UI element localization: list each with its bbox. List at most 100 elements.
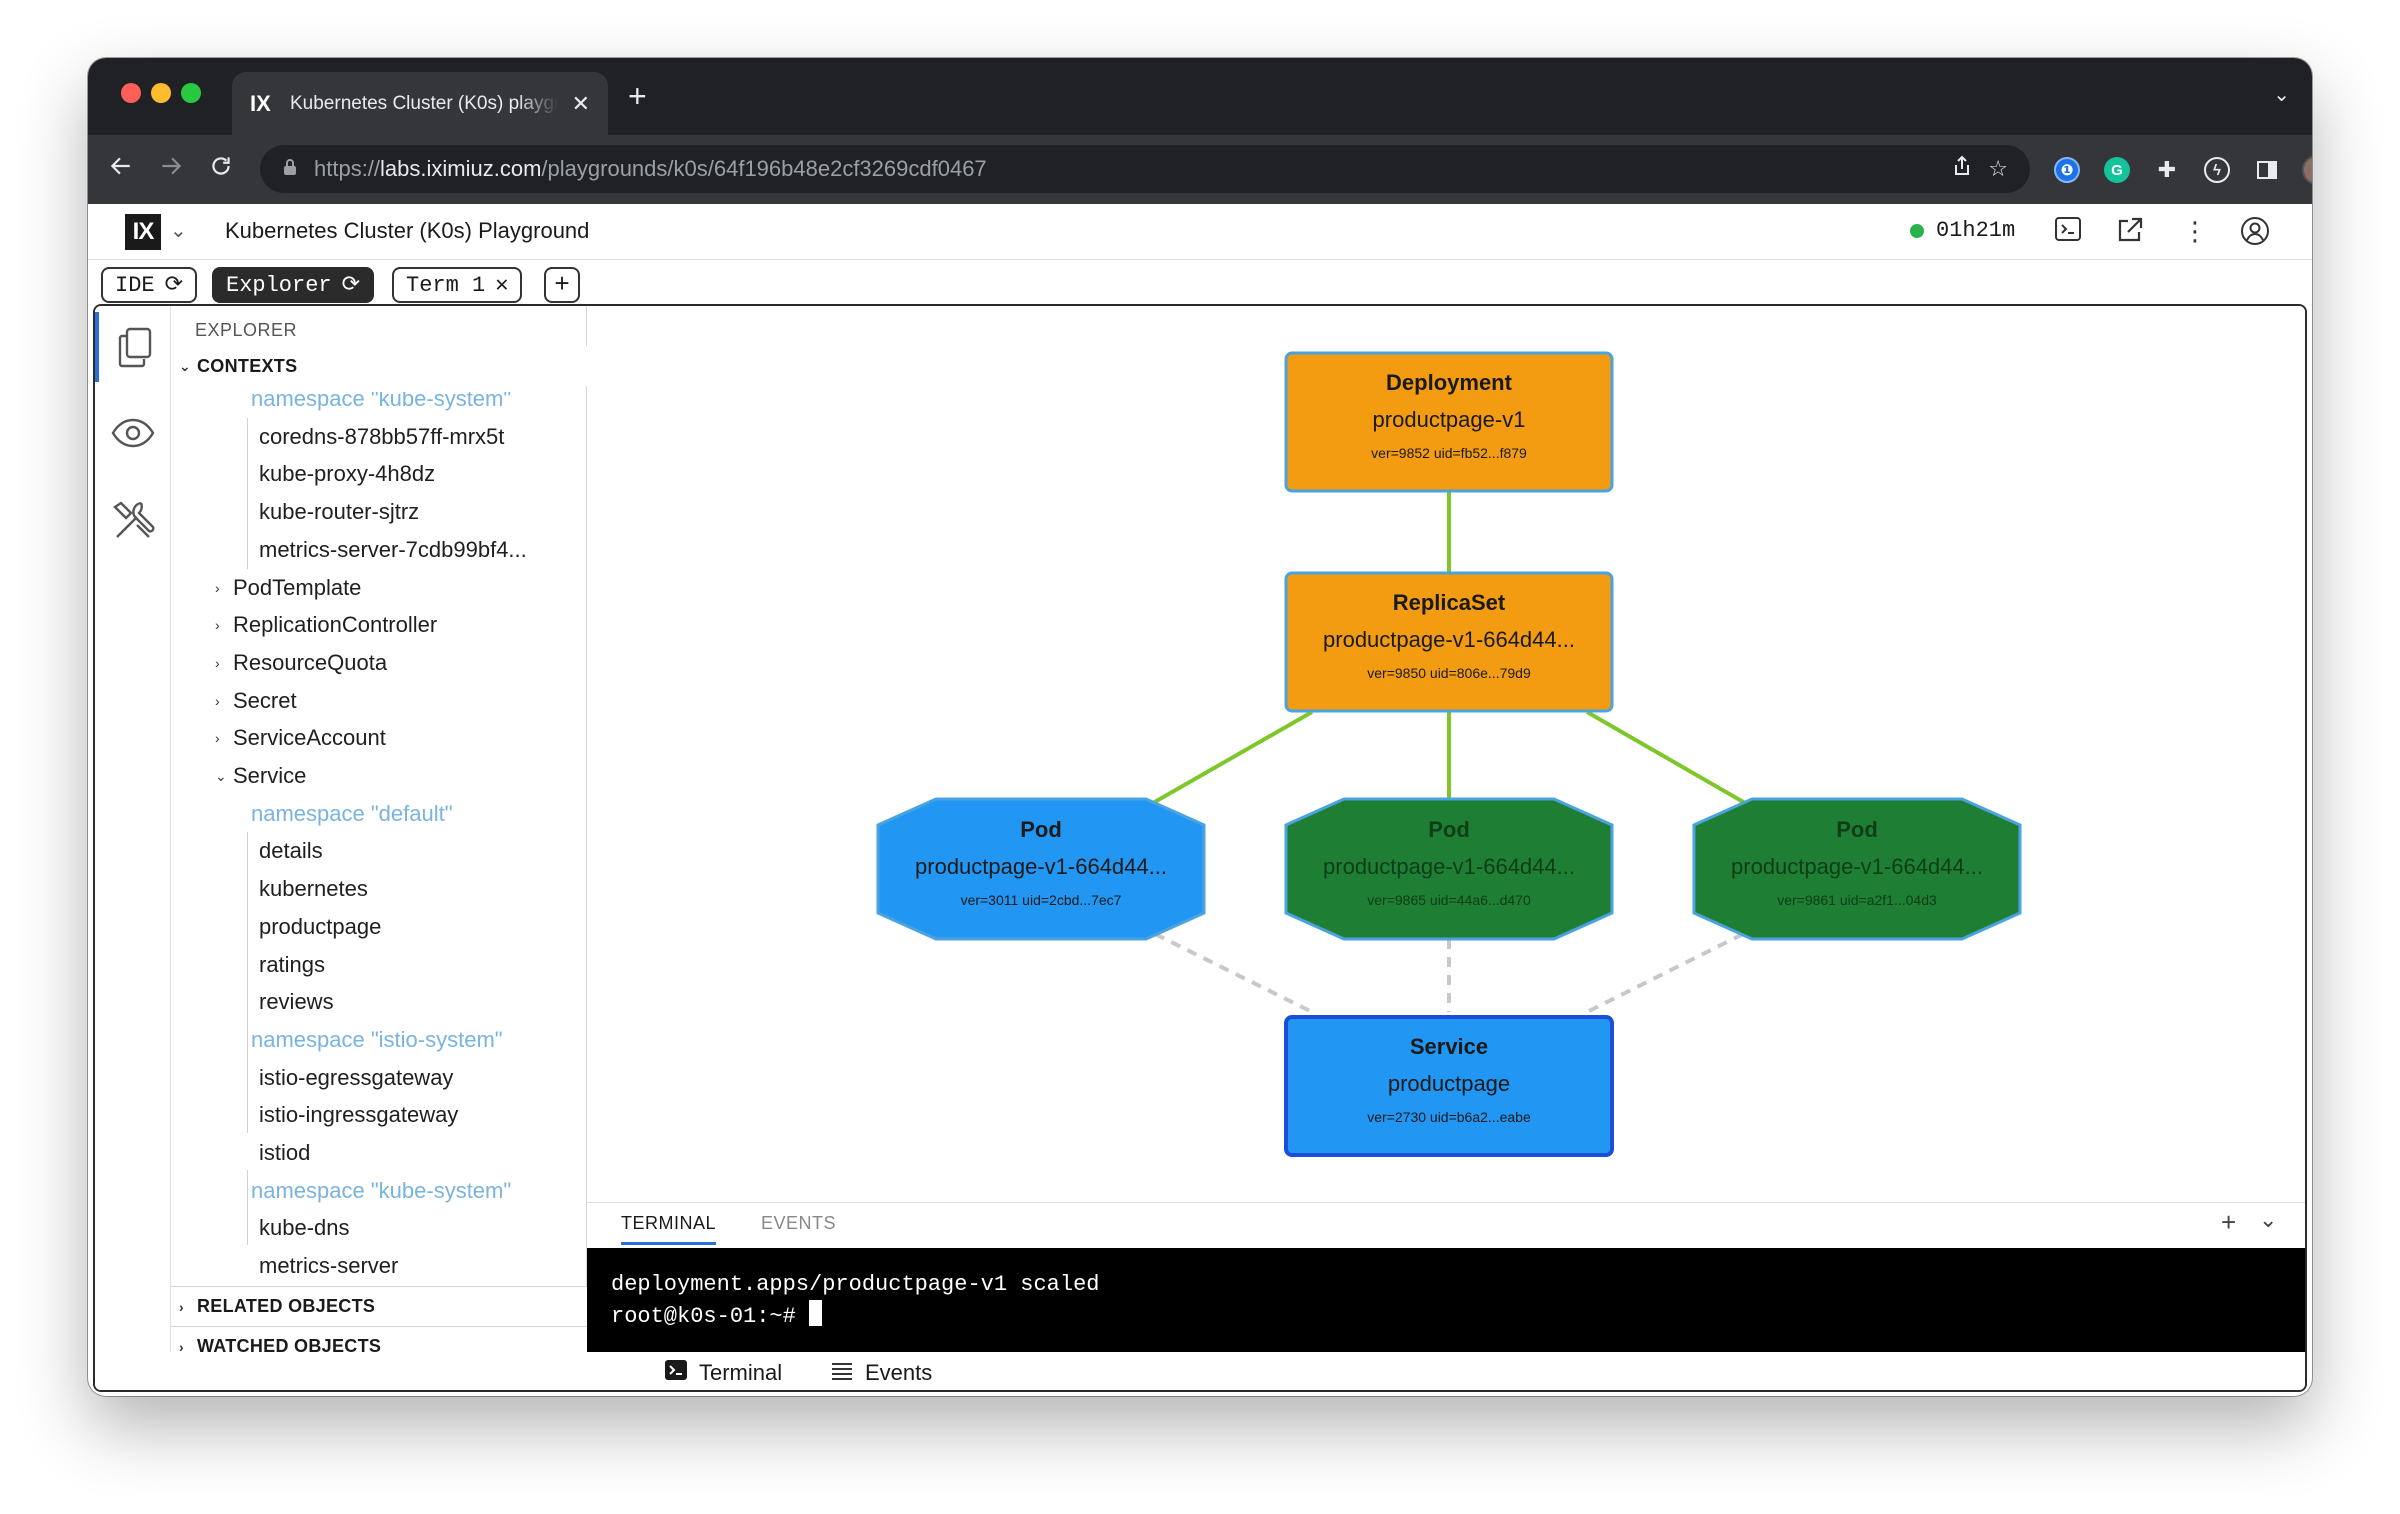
external-link-icon[interactable] — [2116, 216, 2144, 251]
tree-item-label: Secret — [233, 687, 297, 713]
star-icon[interactable]: ☆ — [1988, 156, 2008, 181]
indent-guide — [247, 1020, 248, 1134]
tree-item-label: Service — [233, 763, 307, 788]
tree-item[interactable]: details — [171, 832, 587, 870]
tab-term-1[interactable]: Term 1 ✕ — [392, 267, 523, 303]
contexts-section[interactable]: ⌄ CONTEXTS — [171, 346, 587, 386]
tree-item-label: PodTemplate — [233, 574, 362, 600]
back-arrow-icon[interactable] — [108, 153, 134, 184]
graph-edge-rs-pod1 — [1138, 710, 1313, 813]
tree-item[interactable]: istiod — [171, 1134, 587, 1172]
tree-item[interactable]: kube-router-sjtrz — [171, 493, 587, 531]
tree-group[interactable]: ⌄Service — [171, 757, 587, 795]
terminal-cursor — [809, 1300, 823, 1326]
chevron-down-icon[interactable]: ⌄ — [2273, 84, 2290, 106]
graph-node-shape — [1284, 571, 1614, 713]
tree-item[interactable]: reviews — [171, 983, 587, 1021]
node-kind-label: Deployment — [1386, 370, 1513, 395]
tab-title: Kubernetes Cluster (K0s) playground — [290, 92, 558, 114]
tree-item[interactable]: istio-egressgateway — [171, 1059, 587, 1097]
close-icon[interactable]: ✕ — [571, 90, 590, 116]
tree-item[interactable]: metrics-server-7cdb99bf4... — [171, 531, 587, 569]
tree-item[interactable]: istio-ingressgateway — [171, 1096, 587, 1134]
close-window-button[interactable] — [121, 83, 141, 103]
browser-window: IX Kubernetes Cluster (K0s) playground ✕… — [88, 58, 2312, 1396]
sidepanel-icon[interactable] — [2254, 157, 2280, 183]
footer-terminal-button[interactable]: Terminal — [665, 1360, 782, 1386]
grammarly-icon[interactable]: G — [2104, 157, 2130, 183]
app-logo[interactable]: IX — [125, 214, 161, 250]
namespace-label[interactable]: namespace "kube-system" — [171, 392, 587, 418]
close-icon[interactable]: ✕ — [495, 273, 509, 298]
node-name-label: productpage-v1-664d44... — [1731, 854, 1983, 879]
tree-item[interactable]: productpage — [171, 908, 587, 946]
indent-guide — [247, 418, 248, 569]
node-kind-label: Service — [1410, 1034, 1488, 1059]
maximize-window-button[interactable] — [181, 83, 201, 103]
user-account-icon[interactable] — [2240, 216, 2270, 253]
puzzle-icon[interactable]: ✚ — [2157, 157, 2177, 182]
add-tab-button[interactable]: + — [544, 267, 580, 303]
refresh-icon[interactable]: ⟳ — [164, 273, 184, 298]
1password-icon[interactable]: ❶ — [2054, 157, 2080, 183]
tree-item-label: ServiceAccount — [233, 725, 386, 751]
tree-group[interactable]: ›ResourceQuota — [171, 644, 587, 682]
files-icon[interactable] — [95, 312, 171, 382]
footer-events-button[interactable]: Events — [831, 1360, 932, 1386]
activity-rail — [95, 306, 171, 1390]
graph-node-shape — [1284, 797, 1614, 941]
tree-item-label: ratings — [259, 951, 326, 977]
browser-tab[interactable]: IX Kubernetes Cluster (K0s) playground ✕ — [232, 72, 608, 135]
tree-item-label: istio-egressgateway — [259, 1064, 454, 1090]
bolt-icon[interactable]: ϟ — [2204, 157, 2230, 183]
new-tab-button[interactable]: + — [628, 78, 647, 114]
minimize-window-button[interactable] — [151, 83, 171, 103]
tree-group[interactable]: ›ServiceAccount — [171, 719, 587, 757]
node-name-label: productpage — [1388, 1071, 1510, 1096]
chevron-down-icon[interactable]: ⌄ — [2259, 1207, 2278, 1232]
eye-icon[interactable] — [95, 398, 171, 468]
graph-edge-rs-pod3 — [1586, 710, 1760, 813]
namespace-label[interactable]: namespace "istio-system" — [171, 1021, 587, 1059]
share-icon[interactable] — [1952, 155, 1972, 183]
tree-item[interactable]: metrics-server — [171, 1247, 587, 1285]
forward-arrow-icon[interactable] — [158, 153, 184, 184]
terminal-icon[interactable] — [2054, 216, 2082, 249]
node-name-label: productpage-v1-664d44... — [1323, 627, 1575, 652]
tree-item[interactable]: kube-dns — [171, 1209, 587, 1247]
tree-group[interactable]: ›ReplicationController — [171, 606, 587, 644]
tree-item[interactable]: kube-proxy-4h8dz — [171, 455, 587, 493]
tab-events[interactable]: EVENTS — [761, 1213, 837, 1233]
tree-item[interactable]: coredns-878bb57ff-mrx5t — [171, 418, 587, 456]
tree-item-label: istio-ingressgateway — [259, 1102, 459, 1128]
namespace-label[interactable]: namespace "default" — [171, 795, 587, 833]
tools-icon[interactable] — [95, 486, 171, 556]
kebab-menu-icon[interactable]: ⋮ — [2182, 216, 2208, 246]
refresh-icon[interactable]: ⟳ — [341, 273, 361, 298]
tree-item[interactable]: ratings — [171, 946, 587, 984]
node-meta-label: ver=3011 uid=2cbd...7ec7 — [961, 892, 1122, 908]
address-bar[interactable]: https://labs.iximiuz.com/playgrounds/k0s… — [260, 145, 2030, 193]
terminal-tabs: TERMINAL EVENTS + ⌄ — [587, 1202, 2305, 1248]
tab-terminal[interactable]: TERMINAL — [621, 1213, 717, 1245]
tree-group[interactable]: ›Secret — [171, 682, 587, 720]
terminal-output[interactable]: deployment.apps/productpage-v1 scaled ro… — [587, 1248, 2305, 1352]
tree-item-label: reviews — [259, 989, 334, 1015]
add-terminal-button[interactable]: + — [2221, 1207, 2237, 1237]
tree-item[interactable]: kubernetes — [171, 870, 587, 908]
namespace-label[interactable]: namespace "kube-system" — [171, 1172, 587, 1210]
tab-explorer[interactable]: Explorer ⟳ — [212, 267, 375, 303]
reload-icon[interactable] — [208, 153, 234, 184]
graph-node-rs[interactable]: ReplicaSetproductpage-v1-664d44...ver=98… — [1284, 571, 1614, 713]
tree-item-label: productpage — [259, 913, 382, 939]
profile-avatar[interactable] — [2302, 155, 2312, 185]
tree-group[interactable]: ›PodTemplate — [171, 569, 587, 607]
chevron-down-icon[interactable]: ⌄ — [170, 220, 187, 242]
tab-ide[interactable]: IDE ⟳ — [101, 267, 198, 303]
related-objects-section[interactable]: › RELATED OBJECTS — [171, 1286, 587, 1326]
